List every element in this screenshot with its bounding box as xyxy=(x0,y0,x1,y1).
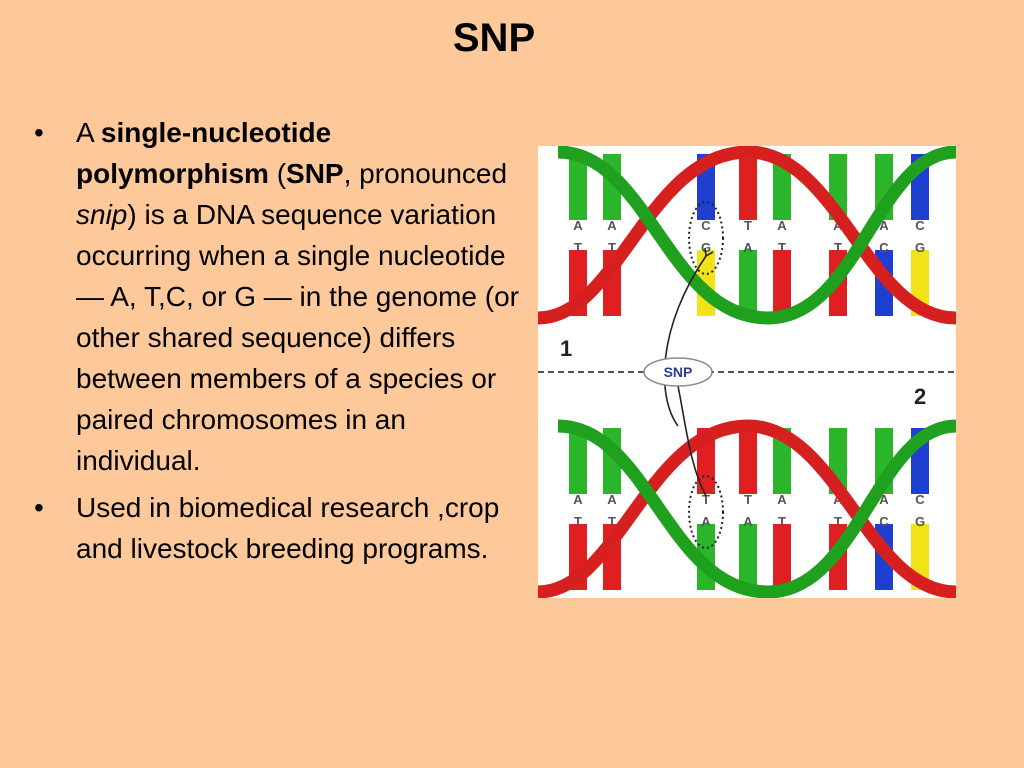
helix-2-letter-top-4: A xyxy=(777,492,787,507)
helix-2-base-top-3 xyxy=(739,428,757,494)
helix-1-letter-bottom-4: T xyxy=(778,240,786,255)
bullet-text-uses: Used in biomedical research ,crop and li… xyxy=(76,492,500,564)
helix-1-letter-bottom-0: T xyxy=(574,240,582,255)
helix-1-letter-bottom-7: G xyxy=(915,240,925,255)
helix-1-letter-bottom-2: G xyxy=(701,240,711,255)
helix-2-letter-top-1: A xyxy=(607,492,617,507)
helix-1-strand-red xyxy=(538,146,956,325)
slide-title-text: SNP xyxy=(452,16,536,60)
helix-2-letter-top-2: T xyxy=(702,492,710,507)
helix-2-base-bottom-4 xyxy=(773,524,791,590)
panel-label-1: 1 xyxy=(560,336,572,361)
helix-1-letter-top-0: A xyxy=(573,218,583,233)
helix-1-letter-top-2: C xyxy=(701,218,711,233)
bullet-marker: • xyxy=(34,492,44,523)
helix-1-letter-top-6: A xyxy=(879,218,889,233)
helix-2-letter-bottom-3: A xyxy=(743,514,753,529)
helix-2-letter-bottom-7: G xyxy=(915,514,925,529)
helix-2-letter-bottom-6: C xyxy=(879,514,889,529)
helix-2-strand-green xyxy=(557,419,956,598)
snp-arrow-head xyxy=(704,247,714,258)
helix-2-letter-bottom-5: T xyxy=(834,514,842,529)
helix-2-letter-bottom-4: T xyxy=(778,514,786,529)
helix-2-letter-bottom-2: A xyxy=(701,514,711,529)
panel-label-2: 2 xyxy=(914,384,926,409)
helix-1-letter-bottom-6: C xyxy=(879,240,889,255)
helix-1-letter-top-3: T xyxy=(744,218,752,233)
helix-2-letter-bottom-0: T xyxy=(574,514,582,529)
helix-1-letter-top-1: A xyxy=(607,218,617,233)
helix-1-letter-bottom-5: T xyxy=(834,240,842,255)
helix-1-letter-bottom-3: A xyxy=(743,240,753,255)
helix-1-letter-top-4: A xyxy=(777,218,787,233)
bullet-term: single-nucleotide polymorphism xyxy=(76,117,332,189)
helix-1-base-top-0 xyxy=(569,154,587,220)
bullet-acronym: SNP xyxy=(286,158,344,189)
helix-1-base-bottom-4 xyxy=(773,250,791,316)
helix-2-snp-highlight xyxy=(688,475,724,549)
slide-title: SNP xyxy=(0,16,1024,61)
bullet-pronunciation: snip xyxy=(76,199,128,230)
bullet-text-lead: A xyxy=(76,117,101,148)
helix-2-base-bottom-3 xyxy=(739,524,757,590)
bullet-marker: • xyxy=(34,117,44,148)
helix-1-letter-bottom-1: T xyxy=(608,240,616,255)
helix-2-letter-top-6: A xyxy=(879,492,889,507)
helix-1-strand-green xyxy=(557,146,956,325)
helix-2-letter-top-3: T xyxy=(744,492,752,507)
helix-1-base-bottom-3 xyxy=(739,250,757,316)
snp-callout xyxy=(643,357,713,387)
bullet-list: • A single-nucleotide polymorphism (SNP,… xyxy=(34,112,524,575)
bullet-text-definition: ) is a DNA sequence variation occurring … xyxy=(76,199,519,476)
helix-2-letter-top-7: C xyxy=(915,492,925,507)
snp-callout-label: SNP xyxy=(664,364,693,380)
helix-1-base-top-3 xyxy=(739,154,757,220)
bullet-item-uses: • Used in biomedical research ,crop and … xyxy=(34,487,524,569)
helix-2-base-top-0 xyxy=(569,428,587,494)
bullet-item-definition: • A single-nucleotide polymorphism (SNP,… xyxy=(34,112,524,481)
helix-2-letter-top-0: A xyxy=(573,492,583,507)
snp-arrow-lower xyxy=(677,385,707,497)
helix-2-letter-bottom-1: T xyxy=(608,514,616,529)
bullet-text-paren: ( xyxy=(268,158,287,189)
helix-2-strand-red xyxy=(538,419,956,598)
helix-1-snp-highlight xyxy=(688,201,724,275)
snp-arrow-upper xyxy=(663,255,707,427)
helix-1-letter-top-7: C xyxy=(915,218,925,233)
bullet-text-pronounced: , pronounced xyxy=(343,158,508,189)
